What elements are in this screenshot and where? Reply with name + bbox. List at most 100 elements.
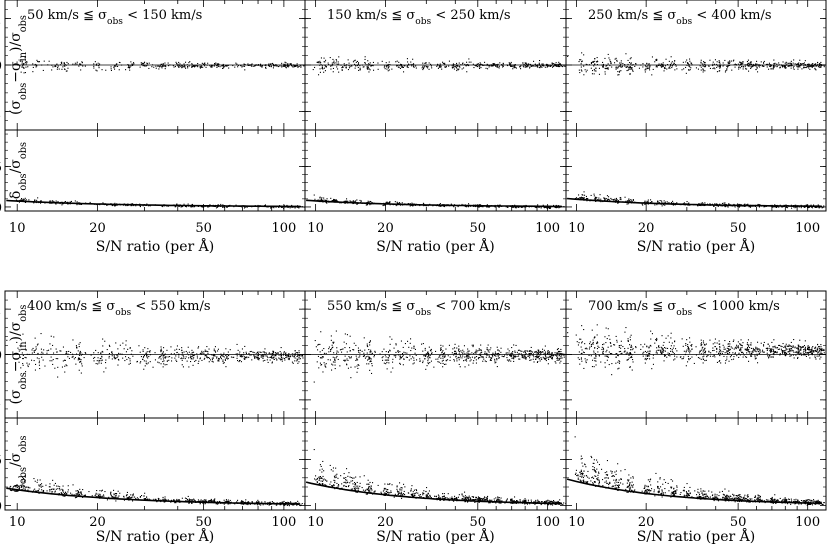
data-point: [322, 199, 324, 201]
data-point: [108, 344, 110, 346]
data-point: [272, 357, 274, 359]
data-point: [244, 357, 246, 359]
data-point: [671, 64, 673, 66]
data-point: [645, 67, 647, 69]
data-point: [747, 65, 749, 67]
data-point: [163, 498, 165, 500]
data-point: [620, 65, 622, 67]
data-point: [453, 352, 455, 354]
data-point: [551, 62, 553, 64]
data-point: [427, 66, 429, 68]
data-point: [785, 204, 787, 206]
data-point: [359, 199, 361, 201]
data-point: [606, 64, 608, 66]
data-point: [182, 357, 184, 359]
data-point: [595, 197, 597, 199]
data-point: [385, 66, 387, 68]
data-point: [77, 359, 79, 361]
data-point: [17, 64, 19, 66]
data-point: [280, 355, 282, 357]
data-point: [18, 350, 20, 352]
data-point: [514, 65, 516, 67]
data-point: [77, 490, 79, 492]
data-point: [773, 59, 775, 61]
data-point: [371, 202, 373, 204]
data-point: [629, 66, 631, 68]
data-point: [159, 65, 161, 67]
data-point: [125, 495, 127, 497]
data-point: [189, 61, 191, 63]
data-point: [607, 63, 609, 65]
data-point: [157, 497, 159, 499]
data-point: [34, 64, 36, 66]
data-point: [225, 354, 227, 356]
data-point: [43, 491, 45, 493]
data-point: [93, 65, 95, 67]
data-point: [143, 356, 145, 358]
data-point: [455, 350, 457, 352]
data-point: [368, 63, 370, 65]
data-point: [604, 57, 606, 59]
data-point: [688, 69, 690, 71]
data-point: [249, 351, 251, 353]
data-point: [264, 501, 266, 503]
data-point: [201, 62, 203, 64]
data-point: [631, 64, 633, 66]
data-point: [778, 62, 780, 64]
data-point: [241, 356, 243, 358]
data-point: [685, 72, 687, 74]
data-point: [19, 65, 21, 67]
data-point: [579, 198, 581, 200]
data-point: [71, 356, 73, 358]
data-point: [687, 63, 689, 65]
data-point: [111, 352, 113, 354]
data-point: [110, 491, 112, 493]
data-point: [332, 71, 334, 73]
data-point: [139, 351, 141, 353]
data-point: [207, 352, 209, 354]
data-point: [131, 350, 133, 352]
data-point: [609, 65, 611, 67]
data-point: [268, 352, 270, 354]
data-point: [111, 351, 113, 353]
data-point: [508, 64, 510, 66]
data-point: [28, 363, 30, 365]
data-point: [278, 357, 280, 359]
data-point: [645, 69, 647, 71]
data-point: [201, 352, 203, 354]
data-point: [759, 66, 761, 68]
data-point: [51, 360, 53, 362]
data-point: [788, 65, 790, 67]
data-point: [712, 68, 714, 70]
data-point: [716, 203, 718, 205]
data-point: [112, 496, 114, 498]
data-point: [53, 488, 55, 490]
data-point: [188, 498, 190, 500]
data-point: [97, 352, 99, 354]
data-point: [353, 60, 355, 62]
data-point: [63, 201, 65, 203]
data-point: [788, 65, 790, 67]
data-point: [108, 496, 110, 498]
data-point: [776, 66, 778, 68]
data-point: [200, 353, 202, 355]
data-point: [321, 199, 323, 201]
data-point: [57, 376, 59, 378]
data-point: [772, 206, 774, 208]
data-point: [200, 352, 202, 354]
data-point: [642, 63, 644, 65]
data-point: [253, 355, 255, 357]
data-point: [95, 349, 97, 351]
data-point: [275, 354, 277, 356]
data-point: [486, 65, 488, 67]
data-point: [338, 56, 340, 58]
data-point: [389, 64, 391, 66]
data-point: [459, 66, 461, 68]
data-point: [348, 65, 350, 67]
data-point: [200, 65, 202, 67]
data-point: [399, 67, 401, 69]
data-point: [251, 63, 253, 65]
data-point: [192, 353, 194, 355]
data-point: [100, 358, 102, 360]
data-point: [194, 354, 196, 356]
